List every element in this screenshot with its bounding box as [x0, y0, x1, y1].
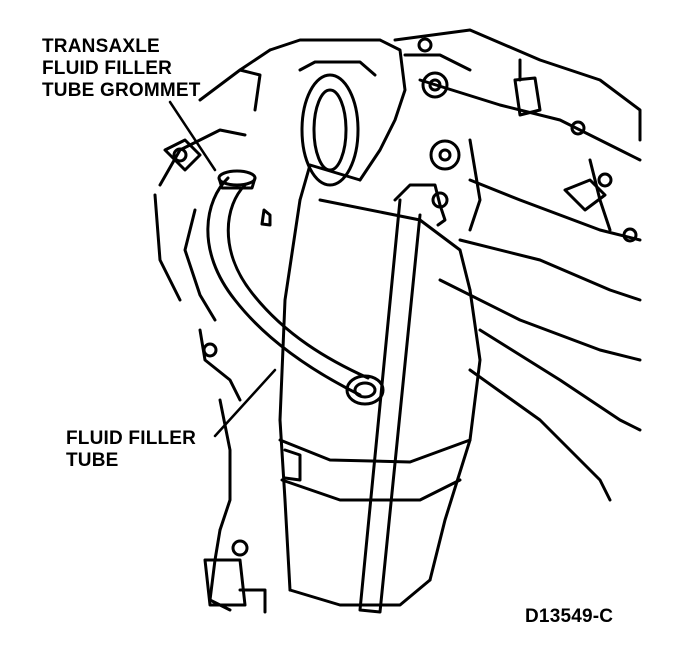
tube-grommet [217, 169, 257, 190]
transaxle-case [260, 163, 482, 607]
upper-housing [198, 37, 472, 187]
leader-lines [168, 100, 277, 438]
filler-tube-callout-line-2: TUBE [66, 450, 119, 471]
lower-mount [203, 528, 267, 614]
filler-tube-leader [213, 368, 277, 438]
sensor [513, 58, 638, 243]
filler-tube-callout-line-1: FLUID FILLER [66, 428, 197, 449]
grommet-callout: TRANSAXLE FLUID FILLER TUBE GROMMET [42, 36, 201, 102]
grommet-callout-line-1: TRANSAXLE [42, 36, 160, 57]
figure-id: D13549-C [525, 606, 614, 627]
fluid-filler-tube [206, 176, 385, 406]
grommet-leader [168, 100, 217, 172]
filler-tube-callout: FLUID FILLER TUBE [66, 428, 196, 472]
crossmember [393, 28, 642, 502]
support-bracket [358, 183, 449, 614]
grommet-callout-line-3: TUBE GROMMET [42, 80, 201, 101]
grommet-callout-line-2: FLUID FILLER [42, 58, 173, 79]
